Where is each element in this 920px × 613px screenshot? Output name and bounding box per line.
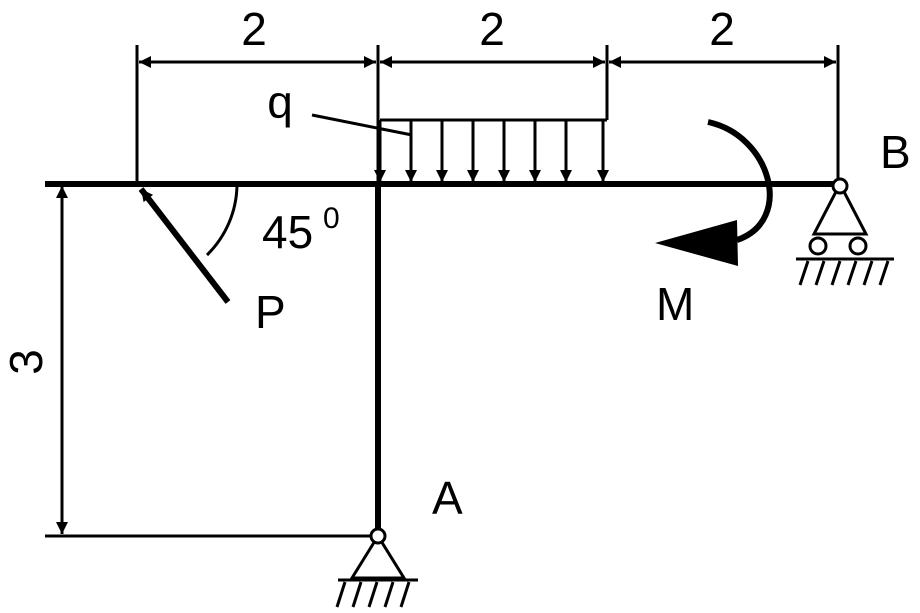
support-b (796, 177, 894, 286)
support-a-label: A (432, 472, 463, 524)
dimension-extension-lines (45, 45, 840, 538)
dimension-label-top-left: 2 (241, 3, 267, 55)
distributed-load-leader (311, 113, 413, 137)
distributed-load-label: q (267, 76, 293, 128)
angle-label: 45 (262, 206, 313, 258)
angle-arc (205, 184, 239, 257)
dimension-label-top-middle: 2 (479, 3, 505, 55)
moment-arc (707, 119, 773, 243)
force-p-arrow (138, 187, 231, 304)
moment-label: M (656, 278, 694, 330)
dimension-label-top-right: 2 (709, 3, 735, 55)
support-a (335, 527, 418, 608)
support-b-label: B (880, 126, 911, 178)
angle-degree-superscript: 0 (323, 202, 340, 235)
distributed-load (374, 118, 609, 182)
moment-arrowhead (655, 220, 738, 266)
dimension-label-vertical: 3 (0, 349, 52, 375)
force-label: P (255, 286, 286, 338)
